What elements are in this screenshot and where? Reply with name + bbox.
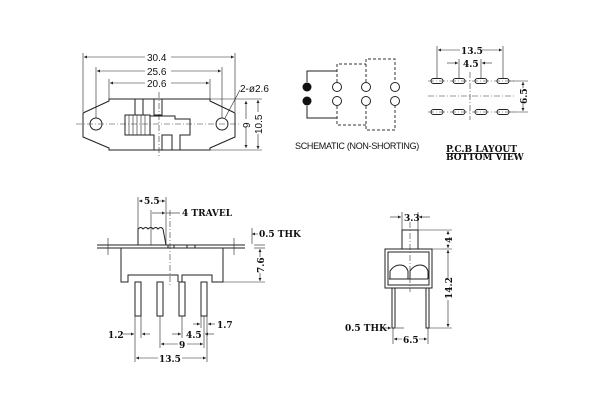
dim-holes: 2-ø2.6	[240, 84, 269, 95]
front-dim-height: 7.6	[257, 257, 267, 273]
front-dim-pin-tip: 1.7	[217, 321, 233, 331]
front-view: 5.5 4 TRAVEL 0.5 THK 7.6 1.2 4.5 1.7 9 1…	[97, 195, 302, 365]
front-dim-total: 13.5	[159, 355, 181, 365]
dim-outer-height: 10.5	[254, 114, 265, 134]
side-dim-actuator: 3.3	[404, 214, 420, 224]
front-dim-pin-width: 1.2	[108, 331, 124, 341]
dim-inner-height: 9	[242, 122, 253, 128]
dim-overall: 30.4	[147, 53, 167, 64]
side-dim-thickness: 0.5 THK	[345, 324, 388, 334]
schematic-label: SCHEMATIC (NON-SHORTING)	[295, 141, 419, 151]
front-dim-actuator: 5.5	[144, 197, 160, 207]
front-dim-travel: 4 TRAVEL	[182, 209, 233, 219]
front-dim-thickness: 0.5 THK	[259, 230, 302, 240]
top-view: 30.4 25.6 20.6 2-ø2.6 9 10.5	[76, 51, 269, 156]
side-dim-total-height: 14.2	[445, 277, 455, 299]
pcb-layout: 13.5 4.5 6.5 P.C.B LAYOUT BOTTOM VIEW	[428, 44, 530, 163]
pcb-title-1: P.C.B LAYOUT	[446, 145, 517, 155]
side-view: 3.3 4 14.2 0.5 THK 6.5	[345, 212, 455, 346]
front-dim-pin-pitch: 4.5	[186, 331, 202, 341]
front-dim-span: 9	[179, 341, 185, 351]
pcb-dim-width: 13.5	[461, 47, 483, 57]
side-dim-actuator-height: 4	[445, 237, 455, 243]
pcb-title-2: BOTTOM VIEW	[446, 153, 525, 163]
side-dim-pin-span: 6.5	[403, 336, 419, 346]
pcb-dim-row: 6.5	[520, 88, 530, 104]
pcb-dim-pitch: 4.5	[463, 60, 479, 70]
dim-body: 20.6	[147, 79, 167, 90]
dim-hole-pitch: 25.6	[147, 67, 167, 78]
schematic: SCHEMATIC (NON-SHORTING)	[295, 58, 420, 151]
